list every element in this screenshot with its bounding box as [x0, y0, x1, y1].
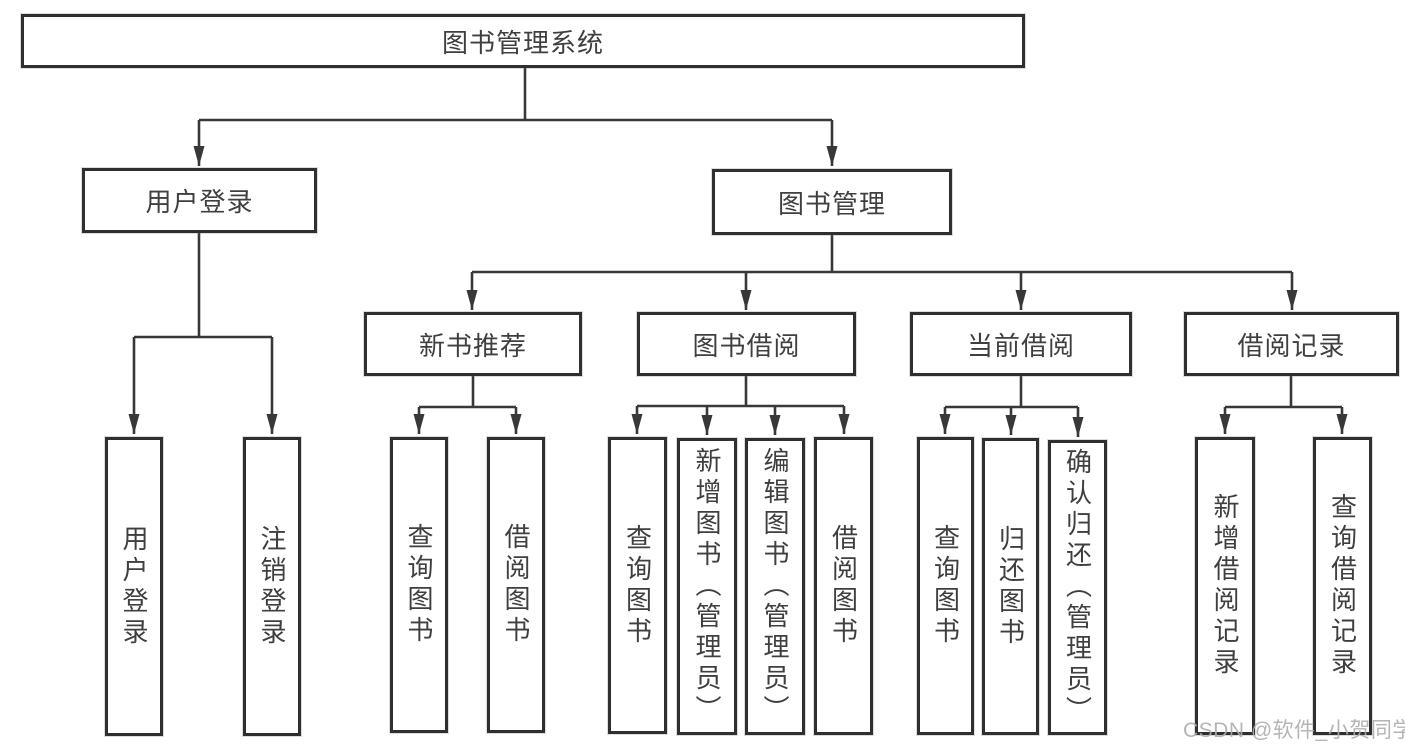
- node-br-add-record: 新增借阅记录: [1195, 437, 1255, 735]
- node-cb-query-books: 查询图书: [917, 437, 974, 735]
- node-library-management-system: 图书管理系统: [21, 14, 1025, 68]
- node-cb-confirm-return-admin: 确认归还（管理员）: [1048, 440, 1107, 735]
- node-br-query-record-label: 查询借阅记录: [1327, 493, 1358, 679]
- node-login-label: 用户登录: [119, 524, 149, 649]
- node-cb-query-books-label: 查询图书: [930, 524, 961, 648]
- node-nbr-borrow-books-label: 借阅图书: [501, 523, 531, 647]
- node-br-query-record: 查询借阅记录: [1313, 437, 1372, 735]
- node-logout: 注销登录: [243, 437, 301, 736]
- node-nbr-query-books: 查询图书: [390, 437, 448, 733]
- node-bb-edit-books-admin-label: 编辑图书（管理员）: [760, 447, 790, 726]
- node-logout-label: 注销登录: [257, 524, 287, 649]
- node-cb-confirm-return-admin-label: 确认归还（管理员）: [1062, 448, 1093, 727]
- node-cb-return-books: 归还图书: [982, 438, 1039, 735]
- node-bb-add-books-admin-label: 新增图书（管理员）: [692, 447, 722, 726]
- node-current-borrowing: 当前借阅: [910, 312, 1132, 376]
- csdn-watermark: CSDN @软件_小贺同学: [1183, 719, 1405, 742]
- node-user-login: 用户登录: [82, 168, 317, 233]
- node-nbr-query-books-label: 查询图书: [404, 523, 434, 647]
- node-book-management: 图书管理: [712, 169, 952, 235]
- node-bb-edit-books-admin: 编辑图书（管理员）: [745, 438, 805, 735]
- node-login: 用户登录: [105, 437, 163, 736]
- node-bb-query-books: 查询图书: [608, 437, 667, 734]
- node-book-borrowing: 图书借阅: [637, 312, 856, 376]
- node-bb-borrow-books-label: 借阅图书: [828, 524, 859, 648]
- node-br-add-record-label: 新增借阅记录: [1210, 493, 1240, 679]
- node-new-book-recommendation: 新书推荐: [364, 312, 582, 376]
- node-nbr-borrow-books: 借阅图书: [487, 437, 545, 733]
- node-borrowing-records: 借阅记录: [1184, 312, 1399, 376]
- node-bb-query-books-label: 查询图书: [622, 523, 653, 648]
- node-cb-return-books-label: 归还图书: [995, 524, 1026, 649]
- node-bb-borrow-books: 借阅图书: [814, 437, 873, 735]
- node-bb-add-books-admin: 新增图书（管理员）: [677, 438, 737, 735]
